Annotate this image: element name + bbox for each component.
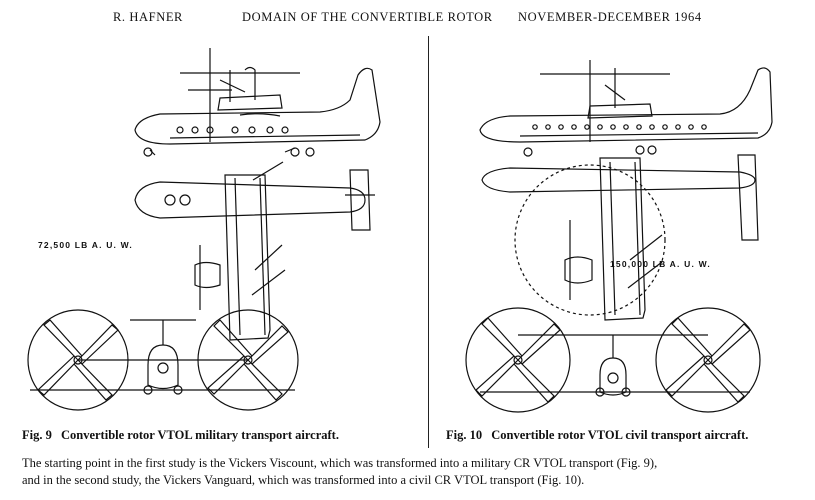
fig10-side-view — [480, 60, 772, 156]
fig9-weight-label: 72,500 LB A. U. W. — [38, 240, 133, 250]
fig10-caption: Fig. 10 Convertible rotor VTOL civil tra… — [446, 428, 748, 443]
body-line: The starting point in the first study is… — [22, 456, 658, 470]
header-date: NOVEMBER-DECEMBER 1964 — [518, 10, 702, 24]
fig10-plan-view — [482, 155, 758, 320]
body-line: and in the second study, the Vickers Van… — [22, 473, 585, 487]
fig10-drawing — [440, 30, 810, 425]
fig10-front-view — [466, 308, 760, 412]
fig9-caption: Fig. 9 Convertible rotor VTOL military t… — [22, 428, 339, 443]
header-title: DOMAIN OF THE CONVERTIBLE ROTOR — [242, 10, 493, 24]
fig10-number: Fig. 10 — [446, 428, 483, 442]
page-header: R. HAFNER DOMAIN OF THE CONVERTIBLE ROTO… — [0, 8, 815, 28]
fig9-front-view — [28, 310, 298, 410]
fig9-drawing — [20, 30, 420, 425]
body-paragraph: The starting point in the first study is… — [22, 455, 812, 489]
column-divider — [428, 36, 429, 448]
header-author: R. HAFNER — [113, 10, 183, 24]
fig10-weight-label: 150,000 LB A. U. W. — [610, 259, 711, 269]
fig9-caption-text: Convertible rotor VTOL military transpor… — [60, 428, 339, 442]
fig9-plan-view — [135, 162, 375, 340]
fig10-caption-text: Convertible rotor VTOL civil transport a… — [491, 428, 749, 442]
fig9-number: Fig. 9 — [22, 428, 52, 442]
fig9-side-view — [135, 48, 380, 156]
